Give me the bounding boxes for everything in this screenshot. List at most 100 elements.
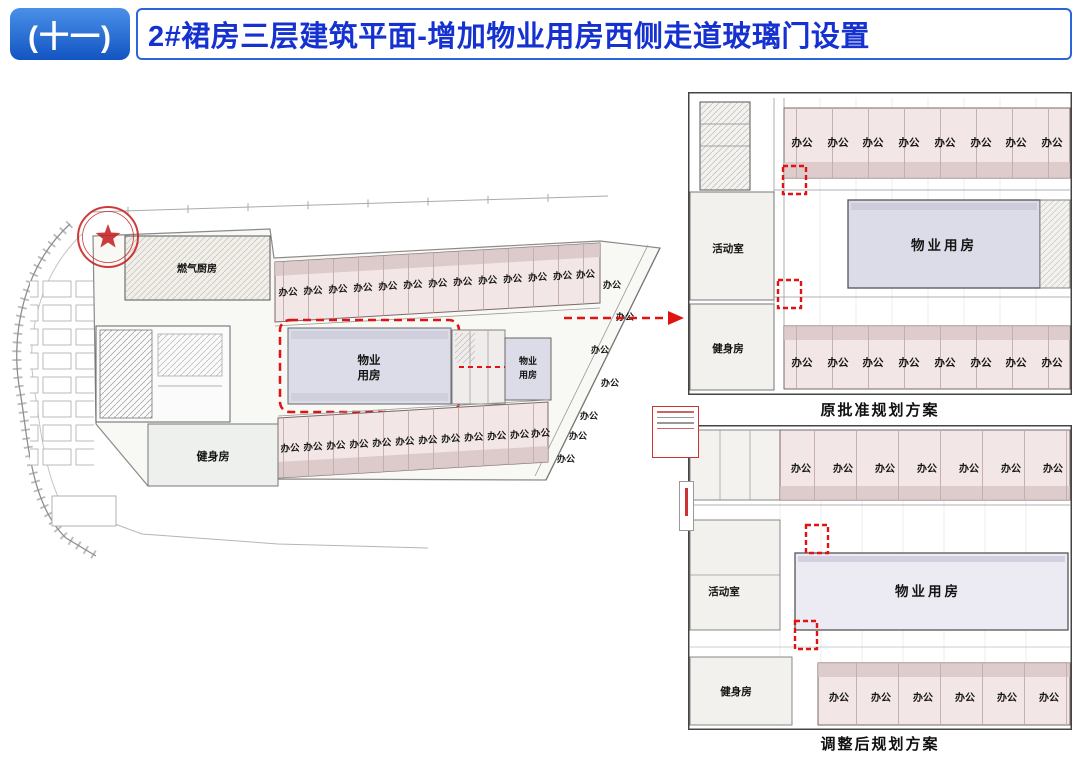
top-office-band: 办公 办公 办公 办公 办公 办公 办公 — [690, 429, 1071, 506]
office-label: 办公 — [303, 284, 323, 297]
main-floor-plan: 燃气厨房 办公 办公 办公 办公 办公 办公 办公 办公 办公 — [12, 193, 684, 560]
office-label: 办公 — [792, 136, 813, 149]
drawing-side-block — [679, 481, 694, 531]
activity-room-label: 活动室 — [708, 585, 740, 598]
office-label: 办公 — [278, 286, 298, 299]
property-room: 物业用房 — [774, 199, 1071, 298]
office-label: 办公 — [871, 691, 891, 704]
office-label: 办公 — [1001, 462, 1021, 475]
office-label: 办公 — [1043, 462, 1063, 475]
office-label: 办公 — [569, 430, 587, 441]
office-label: 办公 — [503, 272, 523, 285]
office-label: 办公 — [833, 462, 853, 475]
office-label: 办公 — [403, 278, 423, 291]
diagonal-edge — [534, 244, 661, 481]
activity-room-label: 活动室 — [712, 242, 744, 255]
property-room-2-label: 物业 — [519, 355, 537, 366]
property-room-label: 物业用房 — [895, 583, 961, 599]
site-boundary — [12, 220, 429, 560]
office-label: 办公 — [576, 268, 596, 281]
office-label: 办公 — [349, 438, 369, 451]
gym-label: 健身房 — [720, 685, 752, 698]
office-label: 办公 — [478, 274, 498, 287]
office-label: 办公 — [453, 275, 473, 288]
gym-label: 健身房 — [197, 449, 230, 463]
office-label: 办公 — [971, 136, 992, 149]
office-label: 办公 — [395, 435, 415, 448]
glass-door-marker — [776, 278, 803, 310]
office-label: 办公 — [353, 281, 373, 294]
office-label: 办公 — [828, 356, 849, 369]
top-left-rooms — [689, 429, 781, 501]
section-badge: (十一) — [10, 8, 130, 60]
office-label: 办公 — [591, 344, 609, 355]
gym-room: 健身房 — [689, 303, 775, 391]
office-label: 办公 — [875, 462, 895, 475]
office-label: 办公 — [935, 356, 956, 369]
office-label: 办公 — [791, 462, 811, 475]
office-label: 办公 — [1042, 356, 1064, 369]
office-label: 办公 — [1006, 136, 1028, 149]
glass-door-marker — [793, 619, 819, 651]
office-label: 办公 — [531, 427, 551, 440]
office-label: 办公 — [428, 277, 448, 290]
bottom-office-band: 办公 办公 办公 办公 办公 办公 办公 办公 办公 办公 办公 办公 — [277, 399, 551, 479]
office-label: 办公 — [553, 269, 573, 282]
office-label: 办公 — [899, 136, 920, 149]
property-room-label: 物业 — [358, 353, 381, 367]
property-room-label: 用房 — [357, 368, 381, 382]
caption-original-plan: 原批准规划方案 — [820, 402, 940, 419]
gym-label: 健身房 — [712, 342, 744, 355]
office-label: 办公 — [603, 279, 621, 290]
office-label: 办公 — [328, 283, 348, 296]
property-room: 物业用房 — [690, 552, 1070, 648]
top-office-band: 办公 办公 办公 办公 办公 办公 办公 办公 办公 办公 办公 办公 办公 — [274, 242, 601, 327]
activity-room: 活动室 — [689, 191, 775, 301]
glass-door-marker — [804, 523, 830, 555]
office-label: 办公 — [557, 453, 575, 464]
section-badge-label: (十一) — [28, 21, 112, 54]
office-label: 办公 — [528, 271, 548, 284]
bottom-office-band: 办公 办公 办公 办公 办公 办公 — [817, 662, 1071, 726]
gas-kitchen-room: 燃气厨房 — [124, 235, 271, 301]
adjusted-plan-detail: 办公 办公 办公 办公 办公 办公 办公 活动室 物业用房 办公 办公 — [688, 425, 1072, 730]
property-room-2-label: 用房 — [518, 369, 537, 380]
office-label: 办公 — [280, 442, 300, 455]
office-label: 办公 — [955, 691, 975, 704]
office-label: 办公 — [378, 280, 398, 293]
office-label: 办公 — [372, 436, 392, 449]
office-label: 办公 — [487, 429, 507, 442]
dimension-line — [89, 193, 609, 215]
office-label: 办公 — [580, 410, 598, 421]
title-box: 2#裙房三层建筑平面-增加物业用房西侧走道玻璃门设置 — [136, 8, 1072, 60]
caption-adjusted-plan: 调整后规划方案 — [820, 736, 940, 753]
office-label: 办公 — [863, 356, 884, 369]
top-office-band: 办公 办公 办公 办公 办公 办公 办公 办公 — [774, 107, 1071, 191]
gas-kitchen-label: 燃气厨房 — [177, 262, 217, 275]
activity-room: 活动室 — [689, 519, 781, 631]
office-label: 办公 — [1039, 691, 1059, 704]
office-label: 办公 — [601, 377, 619, 388]
glass-door-marker — [781, 164, 808, 196]
office-label: 办公 — [917, 462, 937, 475]
red-seal-stamp — [77, 206, 139, 268]
gym-room: 健身房 — [689, 656, 793, 726]
office-label: 办公 — [971, 356, 992, 369]
page-title: 2#裙房三层建筑平面-增加物业用房西侧走道玻璃门设置 — [148, 21, 870, 53]
dashed-arrow-right-icon — [564, 311, 684, 325]
office-label: 办公 — [1042, 136, 1064, 149]
office-label: 办公 — [616, 311, 634, 322]
office-label: 办公 — [464, 431, 484, 444]
office-label: 办公 — [792, 356, 813, 369]
office-label: 办公 — [997, 691, 1017, 704]
bottom-office-band: 办公 办公 办公 办公 办公 办公 办公 办公 — [783, 325, 1071, 390]
office-label: 办公 — [913, 691, 933, 704]
office-label: 办公 — [863, 136, 884, 149]
office-label: 办公 — [935, 136, 956, 149]
property-room-label: 物业用房 — [911, 237, 977, 253]
diagonal-offices: 办公 办公 办公 办公 办公 办公 办公 — [557, 279, 634, 464]
office-label: 办公 — [441, 432, 461, 445]
gym-room: 健身房 — [147, 423, 279, 487]
office-label: 办公 — [418, 434, 438, 447]
office-label: 办公 — [829, 691, 849, 704]
